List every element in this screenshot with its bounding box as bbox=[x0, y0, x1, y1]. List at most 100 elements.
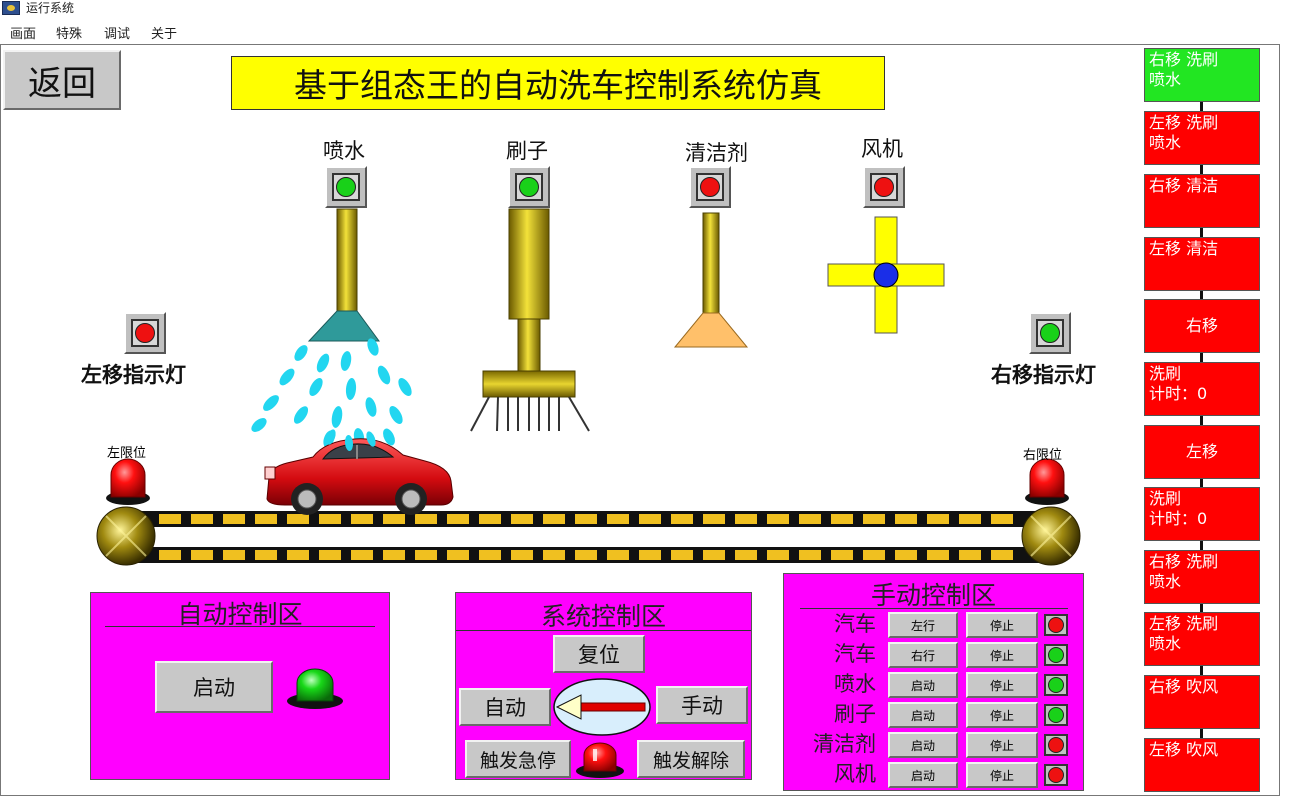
manual-control-panel: 手动控制区 汽车左行停止汽车右行停止喷水启动停止刷子启动停止清洁剂启动停止风机启… bbox=[783, 573, 1084, 791]
menu-item-debug[interactable]: 调试 bbox=[104, 27, 131, 42]
sequence-step-line2: 喷水 bbox=[1149, 572, 1182, 591]
manual-row-name: 刷子 bbox=[834, 702, 876, 726]
sequence-step-line2: 计时：0 bbox=[1149, 384, 1208, 403]
manual-stop-button[interactable]: 停止 bbox=[966, 612, 1038, 638]
mode-selector-dial[interactable] bbox=[553, 677, 653, 737]
sequence-step: 右移 清洁 bbox=[1144, 174, 1260, 228]
sequence-step: 左移 洗刷喷水 bbox=[1144, 612, 1260, 666]
right-limit-label: 右限位 bbox=[1023, 448, 1063, 463]
brush-lamp-light bbox=[519, 177, 539, 197]
auto-mode-button[interactable]: 自动 bbox=[459, 688, 551, 726]
water-spray bbox=[251, 338, 412, 448]
sequence-step-line1: 右移 洗刷 bbox=[1149, 50, 1219, 69]
estop-beacon bbox=[576, 742, 624, 778]
sequence-step-line1: 洗刷 bbox=[1149, 364, 1182, 383]
manual-row-lamp-light bbox=[1048, 617, 1064, 633]
menu-item-about[interactable]: 关于 bbox=[151, 27, 178, 42]
fan-lamp-light bbox=[874, 177, 894, 197]
manual-row-name: 汽车 bbox=[834, 642, 876, 666]
sequence-step: 左移 bbox=[1144, 425, 1260, 479]
window-titlebar: 运行系统 bbox=[0, 0, 1290, 18]
sequence-step: 右移 洗刷喷水 bbox=[1144, 48, 1260, 102]
manual-row-lamp-light bbox=[1048, 707, 1064, 723]
back-button[interactable]: 返回 bbox=[3, 50, 121, 110]
sequence-step: 左移 吹风 bbox=[1144, 738, 1260, 792]
auto-start-button[interactable]: 启动 bbox=[155, 661, 273, 713]
left-move-label: 左移指示灯 bbox=[81, 362, 186, 387]
left-move-lamp-light bbox=[135, 323, 155, 343]
fan-label: 风机 bbox=[861, 137, 903, 161]
cleaner-label: 清洁剂 bbox=[685, 141, 748, 165]
sequence-step-line1: 右移 吹风 bbox=[1149, 677, 1219, 696]
sequence-step: 左移 清洁 bbox=[1144, 237, 1260, 291]
fan-blades bbox=[827, 216, 945, 334]
sequence-step: 右移 bbox=[1144, 299, 1260, 353]
auto-panel-divider bbox=[105, 626, 375, 627]
manual-stop-button[interactable]: 停止 bbox=[966, 642, 1038, 668]
manual-action-button[interactable]: 启动 bbox=[888, 762, 958, 788]
sequence-step-line1: 左移 吹风 bbox=[1149, 740, 1219, 759]
cleaner-lamp-light bbox=[700, 177, 720, 197]
manual-mode-button[interactable]: 手动 bbox=[656, 686, 748, 724]
manual-row-lamp-light bbox=[1048, 647, 1064, 663]
system-panel-title: 系统控制区 bbox=[540, 602, 666, 631]
sequence-step-line2: 喷水 bbox=[1149, 634, 1182, 653]
sequence-step: 右移 洗刷喷水 bbox=[1144, 550, 1260, 604]
manual-panel-divider bbox=[800, 608, 1068, 609]
manual-stop-button[interactable]: 停止 bbox=[966, 702, 1038, 728]
sequence-step-line1: 右移 bbox=[1185, 316, 1218, 335]
manual-action-button[interactable]: 启动 bbox=[888, 672, 958, 698]
spray-nozzle bbox=[307, 208, 380, 342]
right-limit-beacon bbox=[1025, 458, 1069, 505]
manual-action-button[interactable]: 启动 bbox=[888, 732, 958, 758]
spray-label: 喷水 bbox=[323, 139, 365, 163]
estop-button[interactable]: 触发急停 bbox=[465, 740, 571, 778]
system-control-panel: 系统控制区 复位 自动 手动 触发急停 触发解除 bbox=[455, 592, 752, 780]
auto-status-beacon bbox=[287, 668, 343, 709]
menu-item-special[interactable]: 特殊 bbox=[56, 27, 83, 42]
release-button[interactable]: 触发解除 bbox=[637, 740, 745, 778]
page-title: 基于组态王的自动洗车控制系统仿真 bbox=[231, 56, 885, 110]
manual-stop-button[interactable]: 停止 bbox=[966, 672, 1038, 698]
sequence-step-line1: 左移 洗刷 bbox=[1149, 113, 1219, 132]
sequence-step-line2: 喷水 bbox=[1149, 70, 1182, 89]
manual-action-button[interactable]: 启动 bbox=[888, 702, 958, 728]
left-move-lamp bbox=[124, 312, 166, 354]
manual-row-lamp-light bbox=[1048, 737, 1064, 753]
machine-graphics bbox=[96, 208, 1081, 566]
manual-stop-button[interactable]: 停止 bbox=[966, 762, 1038, 788]
car bbox=[264, 438, 454, 515]
manual-row-lamp bbox=[1044, 764, 1068, 786]
auto-control-panel: 自动控制区 启动 bbox=[90, 592, 390, 780]
manual-row-lamp bbox=[1044, 644, 1068, 666]
manual-row-name: 喷水 bbox=[834, 672, 876, 696]
menu-item-screen[interactable]: 画面 bbox=[10, 27, 37, 42]
sequence-step-line1: 右移 清洁 bbox=[1149, 176, 1219, 195]
sequence-step: 洗刷计时：0 bbox=[1144, 362, 1260, 416]
right-move-lamp-light bbox=[1040, 323, 1060, 343]
menu-bar: 画面 特殊 调试 关于 bbox=[0, 20, 1290, 42]
brush-assembly bbox=[470, 208, 590, 432]
manual-stop-button[interactable]: 停止 bbox=[966, 732, 1038, 758]
cleaner-nozzle bbox=[673, 212, 749, 348]
sequence-step-line1: 左移 洗刷 bbox=[1149, 614, 1219, 633]
right-move-label: 右移指示灯 bbox=[991, 362, 1096, 387]
auto-panel-title: 自动控制区 bbox=[177, 600, 303, 629]
manual-row-name: 汽车 bbox=[834, 612, 876, 636]
manual-row-name: 清洁剂 bbox=[813, 732, 876, 756]
sequence-step: 右移 吹风 bbox=[1144, 675, 1260, 729]
manual-row-lamp-light bbox=[1048, 677, 1064, 693]
brush-lamp bbox=[508, 166, 550, 208]
manual-action-button[interactable]: 左行 bbox=[888, 612, 958, 638]
manual-panel-title: 手动控制区 bbox=[870, 581, 996, 610]
manual-action-button[interactable]: 右行 bbox=[888, 642, 958, 668]
manual-row-name: 风机 bbox=[834, 762, 876, 786]
sequence-step-line1: 洗刷 bbox=[1149, 489, 1182, 508]
spray-lamp bbox=[325, 166, 367, 208]
reset-button[interactable]: 复位 bbox=[553, 635, 645, 673]
left-limit-label: 左限位 bbox=[107, 446, 147, 461]
hmi-screen: 返回 基于组态王的自动洗车控制系统仿真 喷水 刷子 清洁剂 风机 bbox=[0, 44, 1280, 796]
window-title: 运行系统 bbox=[26, 1, 75, 15]
right-move-lamp bbox=[1029, 312, 1071, 354]
sequence-step: 洗刷计时：0 bbox=[1144, 487, 1260, 541]
